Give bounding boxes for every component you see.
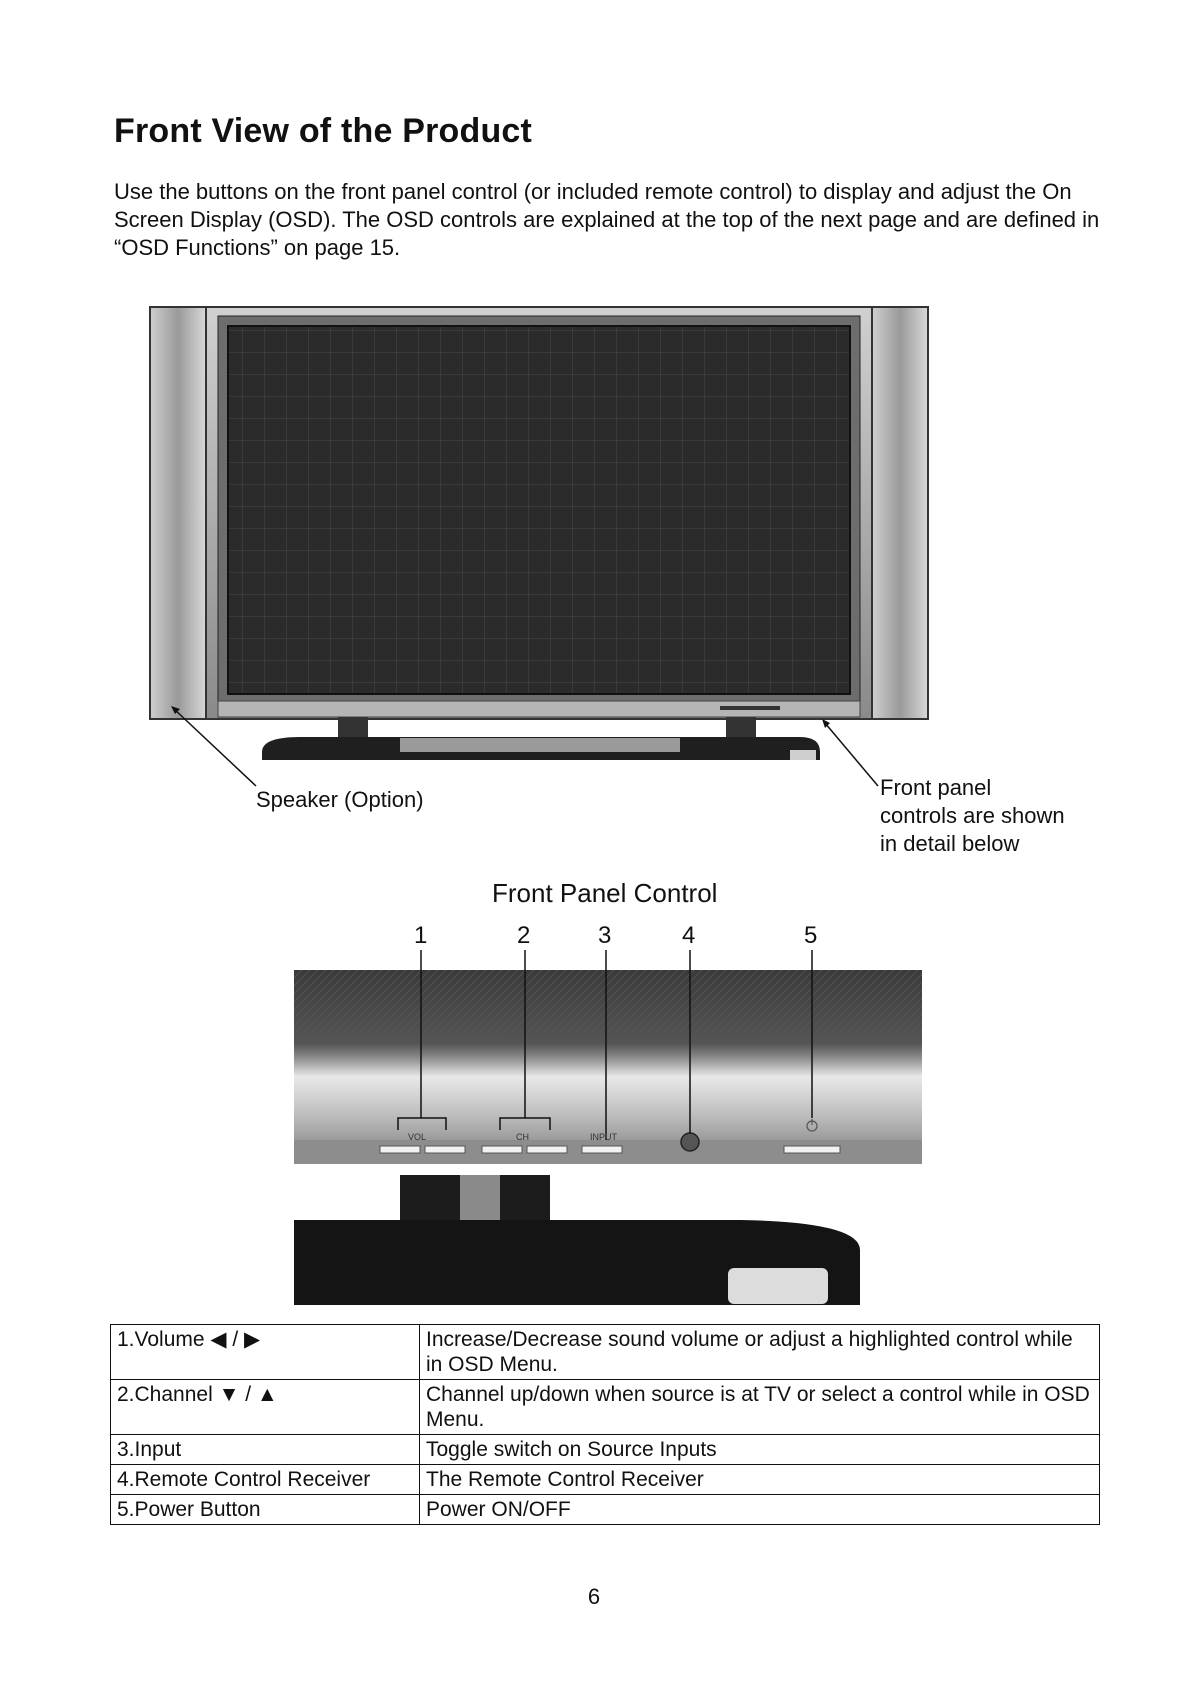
tv-screen (227, 325, 851, 695)
remote-receiver-icon (680, 1132, 700, 1152)
control-description-cell: Power ON/OFF (419, 1494, 1100, 1525)
front-panel-callout-line1: Front panel (880, 775, 992, 800)
table-row: 3.Input Toggle switch on Source Inputs (110, 1434, 1100, 1465)
front-panel-callout-label: Front panel controls are shown in detail… (880, 774, 1065, 858)
speaker-callout-label: Speaker (Option) (256, 787, 424, 812)
tv-front-illustration (149, 306, 929, 1305)
front-panel-callout-line (824, 722, 879, 787)
panel-number-1: 1 (414, 922, 428, 949)
speaker-right (871, 306, 929, 720)
front-panel-title: Front Panel Control (492, 878, 718, 908)
intro-paragraph: Use the buttons on the front panel contr… (114, 179, 1100, 260)
control-name-cell: 5.Power Button (110, 1494, 420, 1525)
speaker-callout-line (172, 707, 257, 787)
control-name-cell: 2.Channel ▼ / ▲ (110, 1379, 420, 1435)
panel-number-5: 5 (804, 922, 818, 949)
table-row: 1.Volume ◀ / ▶ Increase/Decrease sound v… (110, 1324, 1100, 1380)
controls-table: 1.Volume ◀ / ▶ Increase/Decrease sound v… (110, 1324, 1100, 1525)
panel-number-2: 2 (517, 922, 531, 949)
table-row: 2.Channel ▼ / ▲ Channel up/down when sou… (110, 1379, 1100, 1435)
table-row: 5.Power Button Power ON/OFF (110, 1494, 1100, 1525)
page-title: Front View of the Product (114, 112, 533, 150)
tv-stand (262, 717, 820, 760)
control-description-cell: Toggle switch on Source Inputs (419, 1434, 1100, 1465)
control-name-cell: 1.Volume ◀ / ▶ (110, 1324, 420, 1380)
front-panel-callout-line3: in detail below (880, 831, 1020, 856)
panel-number-3: 3 (598, 922, 612, 949)
control-description-cell: Channel up/down when source is at TV or … (419, 1379, 1100, 1435)
vol-button-label: VOL (408, 1132, 427, 1142)
front-panel-callout-line2: controls are shown (880, 803, 1065, 828)
table-row: 4.Remote Control Receiver The Remote Con… (110, 1464, 1100, 1495)
panel-number-4: 4 (682, 922, 696, 949)
control-name-cell: 3.Input (110, 1434, 420, 1465)
control-description-cell: Increase/Decrease sound volume or adjust… (419, 1324, 1100, 1380)
speaker-left (149, 306, 207, 720)
input-button-label: INPUT (590, 1132, 617, 1142)
control-name-cell: 4.Remote Control Receiver (110, 1464, 420, 1495)
front-panel-closeup (294, 950, 922, 1305)
page-number: 6 (587, 1584, 601, 1609)
control-description-cell: The Remote Control Receiver (419, 1464, 1100, 1495)
ch-button-label: CH (516, 1132, 529, 1142)
